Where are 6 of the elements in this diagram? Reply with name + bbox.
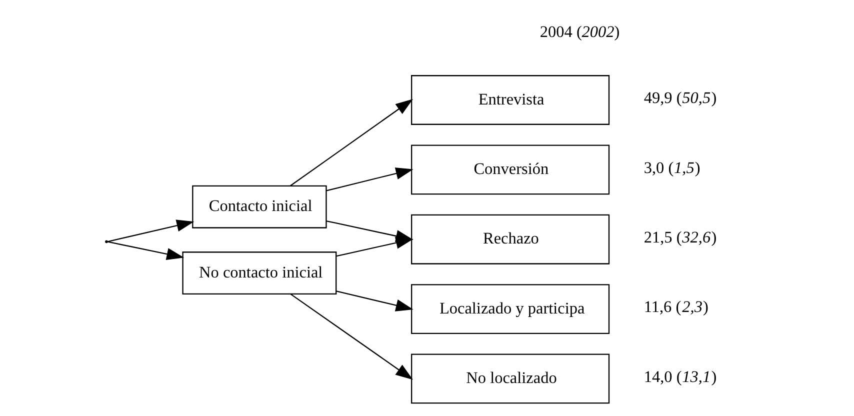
node-label: 11,6 (2,3) [644,298,708,316]
node-label: 21,5 (32,6) [644,228,717,246]
node-label: 49,9 (50,5) [644,89,717,108]
node-label: 3,0 (1,5) [644,158,700,177]
label: 2004 (2002) [540,22,620,41]
node-label: 14,0 (13,1) [644,368,717,386]
